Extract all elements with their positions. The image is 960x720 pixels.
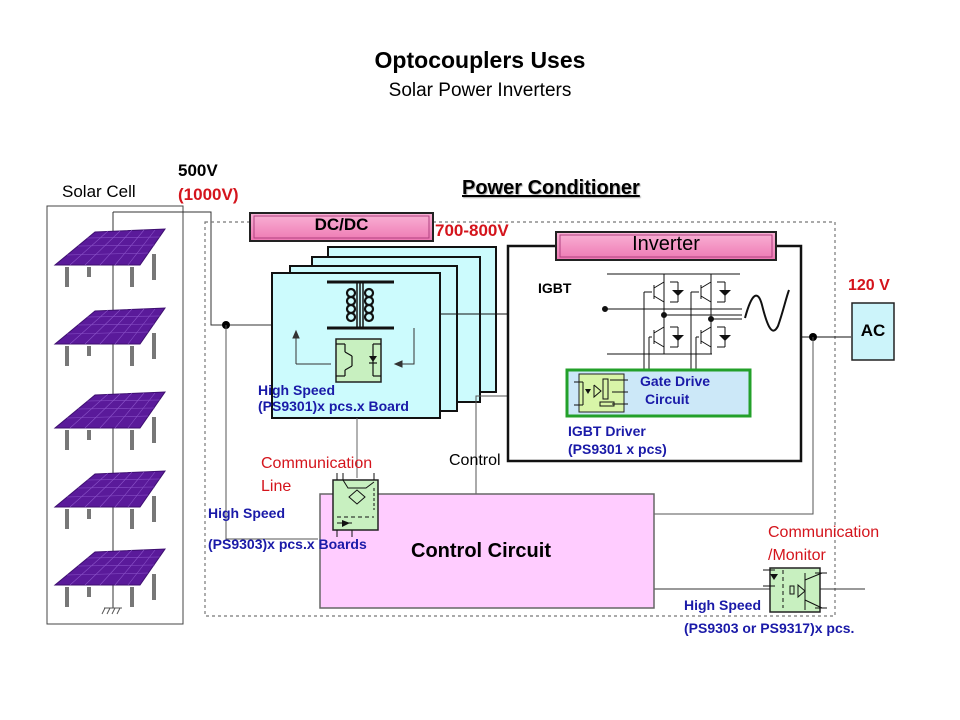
- control-wire-label: Control: [449, 452, 501, 469]
- comm-monitor-speed-label: High Speed: [684, 597, 762, 613]
- solar-panel-icon: [54, 470, 166, 530]
- inverter-label: Inverter: [632, 233, 700, 255]
- power-conditioner-label: Power Conditioner: [462, 177, 640, 199]
- igbt-driver-chip-icon: [574, 373, 628, 413]
- solar-voltage-label: 500V: [178, 161, 218, 180]
- transformer-icon: [327, 280, 394, 330]
- output-voltage-label: 120 V: [848, 277, 890, 294]
- optocoupler-icon: [332, 473, 379, 537]
- solar-cell-label: Solar Cell: [62, 182, 136, 201]
- igbt-bridge-icon: [602, 273, 742, 370]
- optocoupler-icon: [763, 567, 827, 613]
- igbt-label: IGBT: [538, 280, 572, 296]
- gate-drive-label: Gate Drive: [640, 373, 711, 389]
- solar-panel-icon: [54, 307, 166, 367]
- igbt-driver-label: IGBT Driver: [568, 423, 646, 439]
- comm-monitor-label: Communication: [768, 524, 880, 541]
- comm-line-part-label: (PS9303)x pcs.x Boards: [208, 536, 367, 552]
- dcdc-opto-part-label: (PS9301)x pcs.x Board: [258, 398, 409, 414]
- dcdc-board-front: [271, 272, 441, 419]
- optocoupler-icon: [335, 338, 382, 383]
- solar-max-voltage-label: (1000V): [178, 185, 239, 204]
- dcdc-opto-speed-label: High Speed: [258, 382, 336, 398]
- inverter-header: [555, 231, 777, 261]
- solar-array-box: [46, 205, 184, 625]
- dcdc-header: [249, 212, 434, 242]
- comm-line-label: Communication: [261, 455, 373, 472]
- sine-wave-icon: [744, 289, 790, 332]
- feedback-arrow-icon: [292, 328, 415, 368]
- comm-monitor-part-label: (PS9303 or PS9317)x pcs.: [684, 620, 855, 636]
- dc-input-wire: [113, 211, 272, 326]
- solar-panel-icon: [54, 548, 166, 608]
- ground-icon: [101, 607, 122, 615]
- page-subtitle: Solar Power Inverters: [388, 80, 572, 101]
- comm-line-wire: [225, 325, 318, 540]
- solar-panel-icon: [54, 391, 166, 451]
- ac-output-box: [851, 302, 895, 361]
- control-circuit-label: Control Circuit: [411, 540, 551, 562]
- comm-monitor-label-2: /Monitor: [768, 547, 826, 564]
- ac-label: AC: [860, 321, 886, 340]
- gate-drive-label-2: Circuit: [645, 391, 690, 407]
- comm-line-speed-label: High Speed: [208, 505, 286, 521]
- comm-line-label-2: Line: [261, 478, 292, 495]
- igbt-driver-part-label: (PS9301 x pcs): [568, 441, 667, 457]
- dcdc-output-voltage: 700-800V: [435, 221, 509, 240]
- solar-panel-icon: [54, 228, 166, 288]
- page-title: Optocouplers Uses: [374, 47, 586, 73]
- power-conditioner-boundary: [204, 221, 836, 617]
- dcdc-label: DC/DC: [314, 215, 369, 234]
